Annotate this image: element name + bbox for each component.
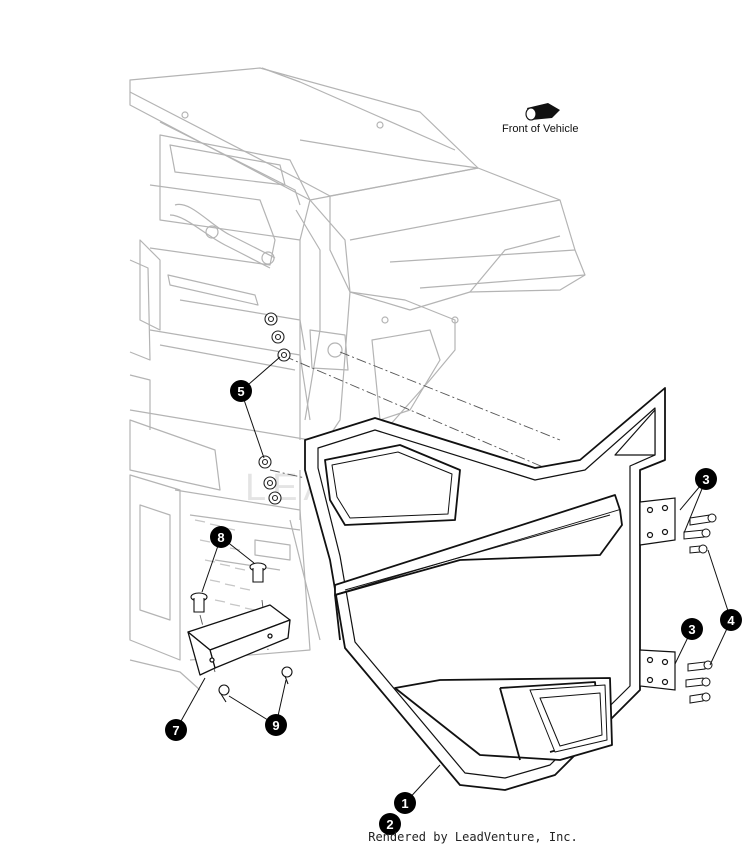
hinge-plate-upper [639, 497, 676, 546]
svg-text:5: 5 [237, 384, 244, 399]
hinge-plate-lower [639, 649, 676, 691]
svg-text:8: 8 [217, 530, 224, 545]
hinge-nuts [258, 312, 291, 505]
svg-text:1: 1 [401, 796, 408, 811]
callout-3-lower: 3 [681, 618, 703, 640]
callout-8: 8 [210, 526, 232, 548]
door-bracket [187, 604, 291, 676]
vehicle-body [129, 67, 586, 691]
front-of-vehicle-arrow-icon [525, 103, 560, 121]
footer-credit: Rendered by LeadVenture, Inc. [0, 830, 750, 844]
svg-text:9: 9 [272, 718, 279, 733]
callout-2: 2 [379, 813, 401, 835]
bracket-screws [218, 666, 293, 703]
svg-text:4: 4 [727, 613, 735, 628]
door-panel [304, 387, 666, 791]
svg-text:3: 3 [688, 622, 695, 637]
callout-5: 5 [230, 380, 252, 402]
callout-4: 4 [720, 609, 742, 631]
svg-text:3: 3 [702, 472, 709, 487]
bracket-bolts [190, 562, 267, 613]
front-of-vehicle-label: Front of Vehicle [502, 123, 578, 135]
callout-3-upper: 3 [695, 468, 717, 490]
callout-1: 1 [394, 792, 416, 814]
svg-text:2: 2 [386, 817, 393, 832]
svg-text:7: 7 [172, 723, 179, 738]
callout-9: 9 [265, 714, 287, 736]
callout-7: 7 [165, 719, 187, 741]
hinge-bolts [683, 513, 717, 704]
footer-text: Rendered by LeadVenture, Inc. [368, 830, 578, 844]
